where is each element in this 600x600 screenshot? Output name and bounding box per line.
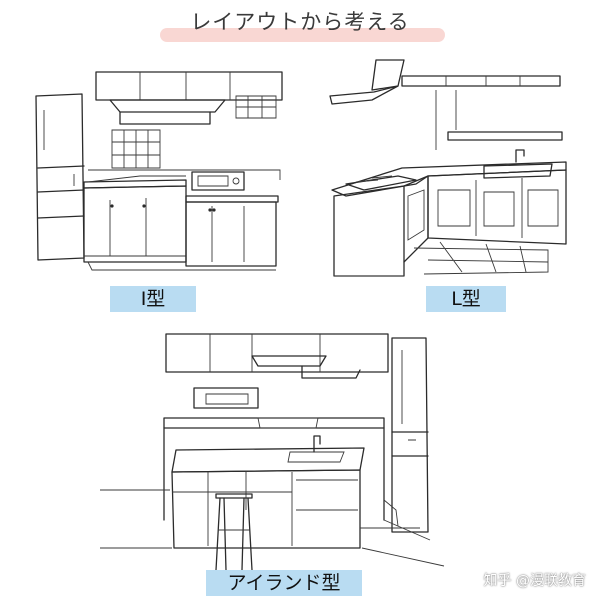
i-type-kitchen-drawing <box>35 71 283 271</box>
layout-label-island-type: アイランド型 <box>206 570 362 596</box>
title-highlight-stroke <box>160 28 445 42</box>
l-type-kitchen-drawing <box>329 59 567 277</box>
layout-label-i-type: I型 <box>110 286 196 312</box>
page-title: レイアウトから考える <box>190 10 410 34</box>
island-kitchen-drawing <box>100 333 445 571</box>
layout-label-l-type: L型 <box>426 286 506 312</box>
watermark-text: 知乎 @漫联教育 <box>483 573 586 589</box>
